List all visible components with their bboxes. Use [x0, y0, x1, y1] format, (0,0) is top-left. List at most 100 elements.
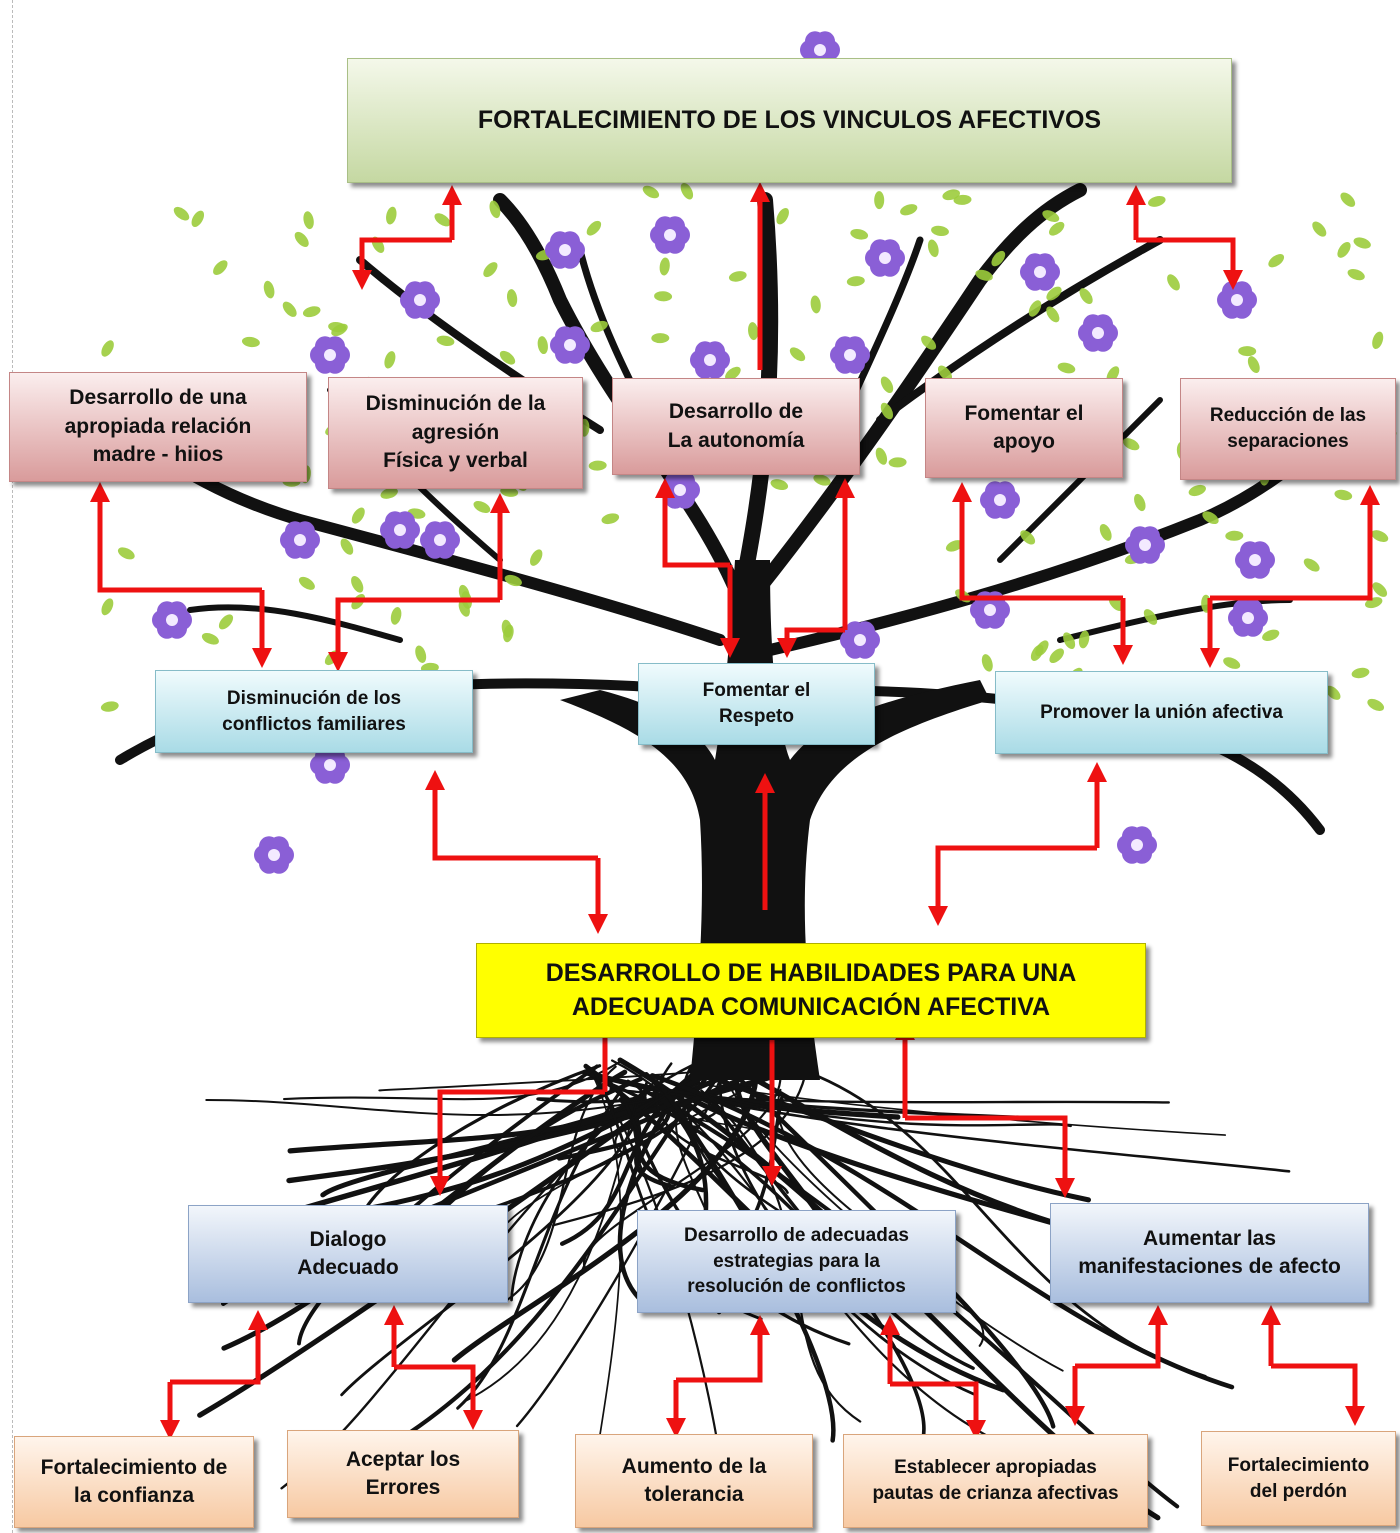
leaf-237: [601, 513, 620, 525]
leaf-78: [1202, 511, 1219, 525]
leaf-110: [499, 350, 516, 365]
leaf-126: [191, 210, 205, 227]
action-box-pautas: Establecer apropiadas pautas de crianza …: [843, 1434, 1148, 1528]
root-52: [681, 1086, 1072, 1128]
effect-box-apoyo: Fomentar el apoyo: [925, 378, 1123, 478]
leaf-107: [340, 538, 354, 555]
leaf-233: [504, 574, 522, 587]
root-1: [515, 1075, 723, 1428]
leaf-85: [991, 250, 1006, 267]
leaf-216: [530, 549, 543, 566]
leaf-144: [390, 607, 402, 625]
connector-arrows: [90, 182, 1380, 1440]
leaf-14: [1134, 493, 1146, 512]
root-27: [582, 1066, 782, 1271]
flower-23: [840, 621, 880, 659]
leaf-117: [888, 457, 907, 468]
means-text: Dialogo Adecuado: [297, 1227, 399, 1279]
leaf-42: [1167, 274, 1180, 291]
flower-19: [254, 836, 294, 874]
leaf-97: [813, 474, 831, 486]
leaf-60: [1057, 362, 1076, 374]
central-box: DESARROLLO DE HABILIDADES PARA UNA ADECU…: [476, 943, 1146, 1038]
leaf-247: [945, 540, 964, 552]
branch-0: [493, 193, 747, 607]
root-48: [689, 1067, 1092, 1203]
flower-center: [1131, 839, 1143, 851]
flower-14: [980, 481, 1020, 519]
flower-11: [152, 601, 192, 639]
leaf-79: [1238, 346, 1257, 357]
leaf-169: [728, 271, 747, 282]
leaf-123: [1340, 192, 1356, 207]
leaf-240: [725, 366, 741, 381]
branch-11: [187, 604, 403, 643]
leaf-140: [483, 262, 498, 278]
effect-box-autonomia: Desarrollo de La autonomía: [612, 378, 860, 475]
root-63: [552, 1058, 810, 1227]
action-text: Fortalecimiento de la confianza: [40, 1455, 228, 1507]
leaf-151: [931, 225, 949, 237]
action-box-perdon: Fortalecimiento del perdón: [1201, 1431, 1396, 1526]
leaf-184: [386, 206, 397, 225]
flower-9: [310, 336, 350, 374]
leaf-134: [1325, 685, 1341, 700]
leaf-143: [748, 322, 759, 341]
leaf-70: [921, 335, 937, 350]
result-text: Disminución de los conflictos familiares: [222, 687, 406, 735]
flower-6: [1078, 314, 1118, 352]
leaf-45: [1372, 331, 1384, 349]
action-text: Aceptar los Errores: [345, 1447, 461, 1499]
flower-center: [1034, 266, 1046, 278]
leaf-253: [1020, 530, 1036, 545]
leaf-171: [351, 576, 364, 593]
branch-8: [876, 236, 1164, 424]
leaf-166: [173, 206, 190, 221]
arrow-12: [777, 627, 845, 658]
arrow-15: [1210, 485, 1380, 601]
leaf-120: [642, 185, 660, 199]
flower-center: [268, 849, 280, 861]
effect-text: Desarrollo de La autonomía: [667, 400, 805, 452]
leaf-214: [953, 194, 972, 205]
leaf-30: [1262, 629, 1280, 641]
root-49: [603, 1077, 675, 1189]
leaf-148: [880, 402, 894, 420]
leaf-74: [981, 654, 993, 672]
root-50: [603, 1076, 1063, 1121]
leaf-106: [1334, 489, 1353, 501]
means-box-estrategias: Desarrollo de adecuadas estrategias para…: [637, 1210, 956, 1313]
flower-center: [1249, 554, 1261, 566]
flower-2: [650, 216, 690, 254]
flower-center: [434, 534, 446, 546]
flower-center: [664, 229, 676, 241]
leaf-258: [1030, 644, 1044, 661]
flower-12: [380, 511, 420, 549]
arrow-9: [655, 478, 730, 568]
flower-21: [690, 341, 730, 379]
root-56: [465, 1097, 639, 1402]
flower-3: [865, 239, 905, 277]
result-text: Promover la unión afectiva: [1040, 701, 1283, 723]
leaf-180: [770, 479, 789, 491]
flower-18: [1117, 826, 1157, 864]
root-58: [205, 1098, 652, 1117]
result-box-conflictos: Disminución de los conflictos familiares: [155, 670, 473, 753]
leaf-98: [1188, 484, 1206, 497]
effect-box-separaciones: Reducción de las separaciones: [1180, 378, 1396, 480]
goal-text: FORTALECIMIENTO DE LOS VINCULOS AFECTIVO…: [477, 105, 1102, 134]
leaf-133: [1371, 530, 1389, 543]
leaf-188: [436, 335, 455, 346]
leaf-231: [458, 599, 470, 617]
leaf-86: [213, 260, 228, 275]
goal-box: FORTALECIMIENTO DE LOS VINCULOS AFECTIVO…: [347, 58, 1232, 183]
leaf-153: [1143, 609, 1158, 625]
leaf-196: [473, 501, 491, 513]
action-text: Aumento de la tolerancia: [621, 1454, 767, 1506]
arrow-34: [890, 1381, 986, 1440]
leaf-103: [1312, 221, 1327, 237]
result-box-respeto: Fomentar el Respeto: [638, 663, 875, 745]
flower-center: [166, 614, 178, 626]
arrow-17: [425, 770, 598, 861]
leaf-121: [1049, 221, 1065, 236]
